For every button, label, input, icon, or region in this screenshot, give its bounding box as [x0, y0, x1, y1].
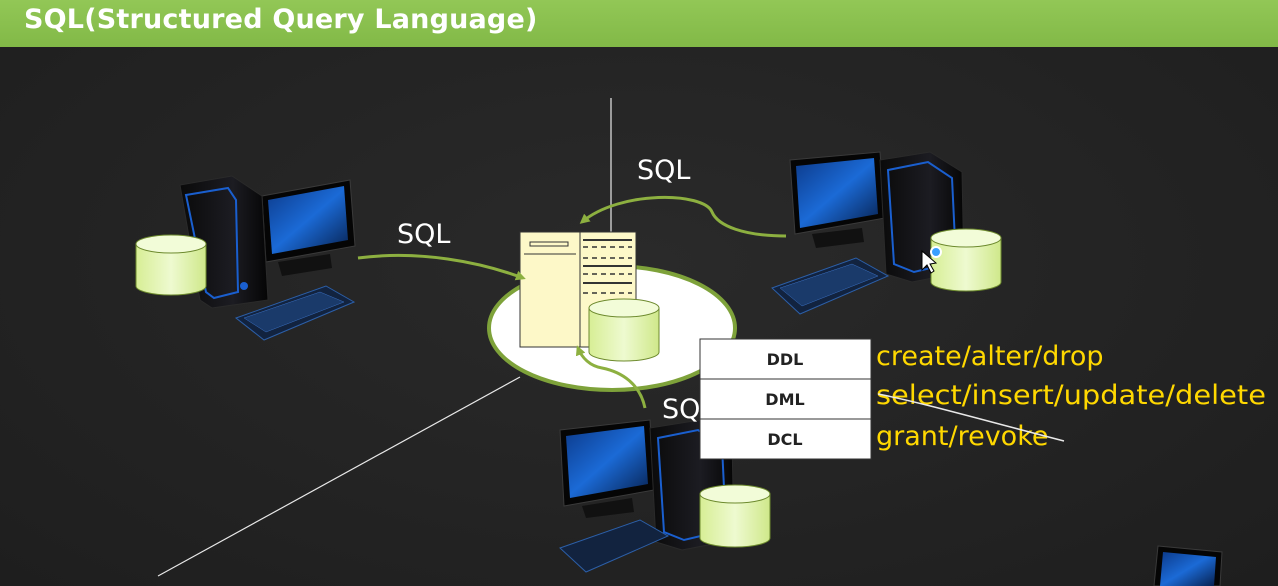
category-ddl: DDL	[767, 350, 804, 369]
sql-label-left: SQL	[397, 219, 450, 250]
database-bottom-icon	[699, 484, 771, 548]
commands-dcl: grant/revoke	[876, 421, 1048, 452]
commands-dml: select/insert/update/delete	[876, 380, 1266, 411]
sql-arrow-right	[579, 195, 787, 238]
title-bar: SQL(Structured Query Language)	[0, 0, 1278, 47]
annotation-stroke	[877, 393, 1065, 442]
table-row-ddl	[699, 338, 872, 380]
sql-label-right: SQL	[637, 155, 690, 186]
computer-right-icon	[771, 151, 965, 315]
server-database-icon	[588, 298, 660, 362]
category-dml: DML	[765, 390, 804, 409]
table-row-dcl	[699, 418, 872, 460]
category-dcl: DCL	[767, 430, 802, 449]
slide-title: SQL(Structured Query Language)	[24, 4, 538, 35]
commands-ddl: create/alter/drop	[876, 341, 1104, 372]
sql-arrow-bottom	[575, 345, 647, 409]
database-left-icon	[135, 234, 207, 296]
sql-arrow-left	[357, 253, 526, 281]
diagonal-guide-line	[157, 376, 521, 577]
computer-left-icon	[179, 175, 356, 341]
sql-category-table: DDL DML DCL	[699, 338, 872, 460]
database-right-icon	[930, 228, 1002, 292]
mouse-cursor-icon	[921, 246, 942, 274]
computer-corner-icon	[1153, 545, 1223, 586]
table-row-dml	[699, 378, 872, 420]
sql-label-bottom: SQ	[662, 394, 700, 425]
